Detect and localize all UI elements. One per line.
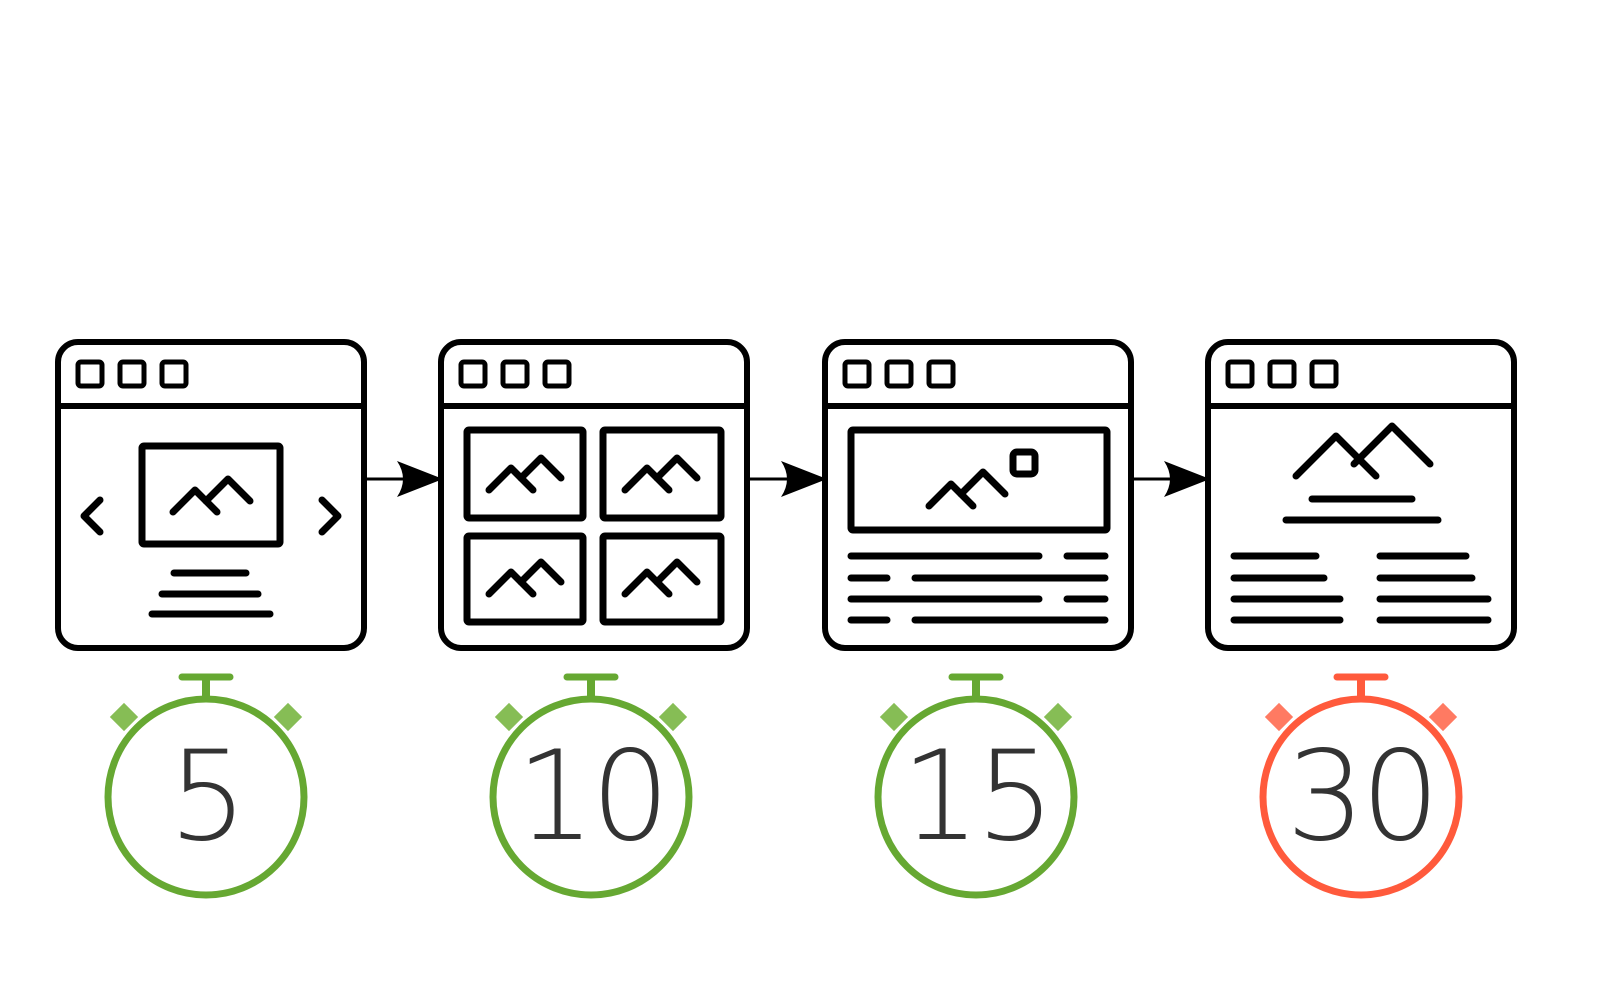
image-tile [463, 426, 587, 522]
heading-lines [1282, 495, 1442, 524]
left-column-lines [1230, 552, 1344, 624]
image-placeholder-icon [1292, 422, 1434, 480]
image-tile [463, 532, 587, 626]
timer-seconds-label: 15 [901, 725, 1051, 869]
timer-seconds-label: 30 [1286, 725, 1436, 869]
window-controls [75, 359, 189, 389]
chevron-right-icon [318, 496, 342, 536]
caption-lines [148, 569, 274, 618]
window-controls [1225, 359, 1339, 389]
right-column-lines [1376, 552, 1492, 624]
timer-seconds-label: 5 [169, 725, 244, 869]
hero-image-frame [847, 426, 1111, 534]
stopwatch-icon: 10 [489, 673, 693, 899]
timer-seconds-label: 10 [516, 725, 666, 869]
image-placeholder-icon [169, 475, 254, 516]
stopwatch-icon: 15 [874, 673, 1078, 899]
carousel-page-icon [55, 339, 367, 651]
window-controls [458, 359, 572, 389]
image-tile [599, 426, 725, 522]
two-column-page-icon [1205, 339, 1517, 651]
hero-article-page-icon [822, 339, 1134, 651]
body-text-lines [847, 552, 1109, 624]
stopwatch-icon: 30 [1259, 673, 1463, 899]
image-frame [138, 442, 284, 548]
image-placeholder-icon [925, 448, 1039, 510]
image-tile [599, 532, 725, 626]
stopwatch-icon: 5 [104, 673, 308, 899]
window-controls [842, 359, 956, 389]
image-grid-page-icon [438, 339, 750, 651]
chevron-left-icon [80, 496, 104, 536]
